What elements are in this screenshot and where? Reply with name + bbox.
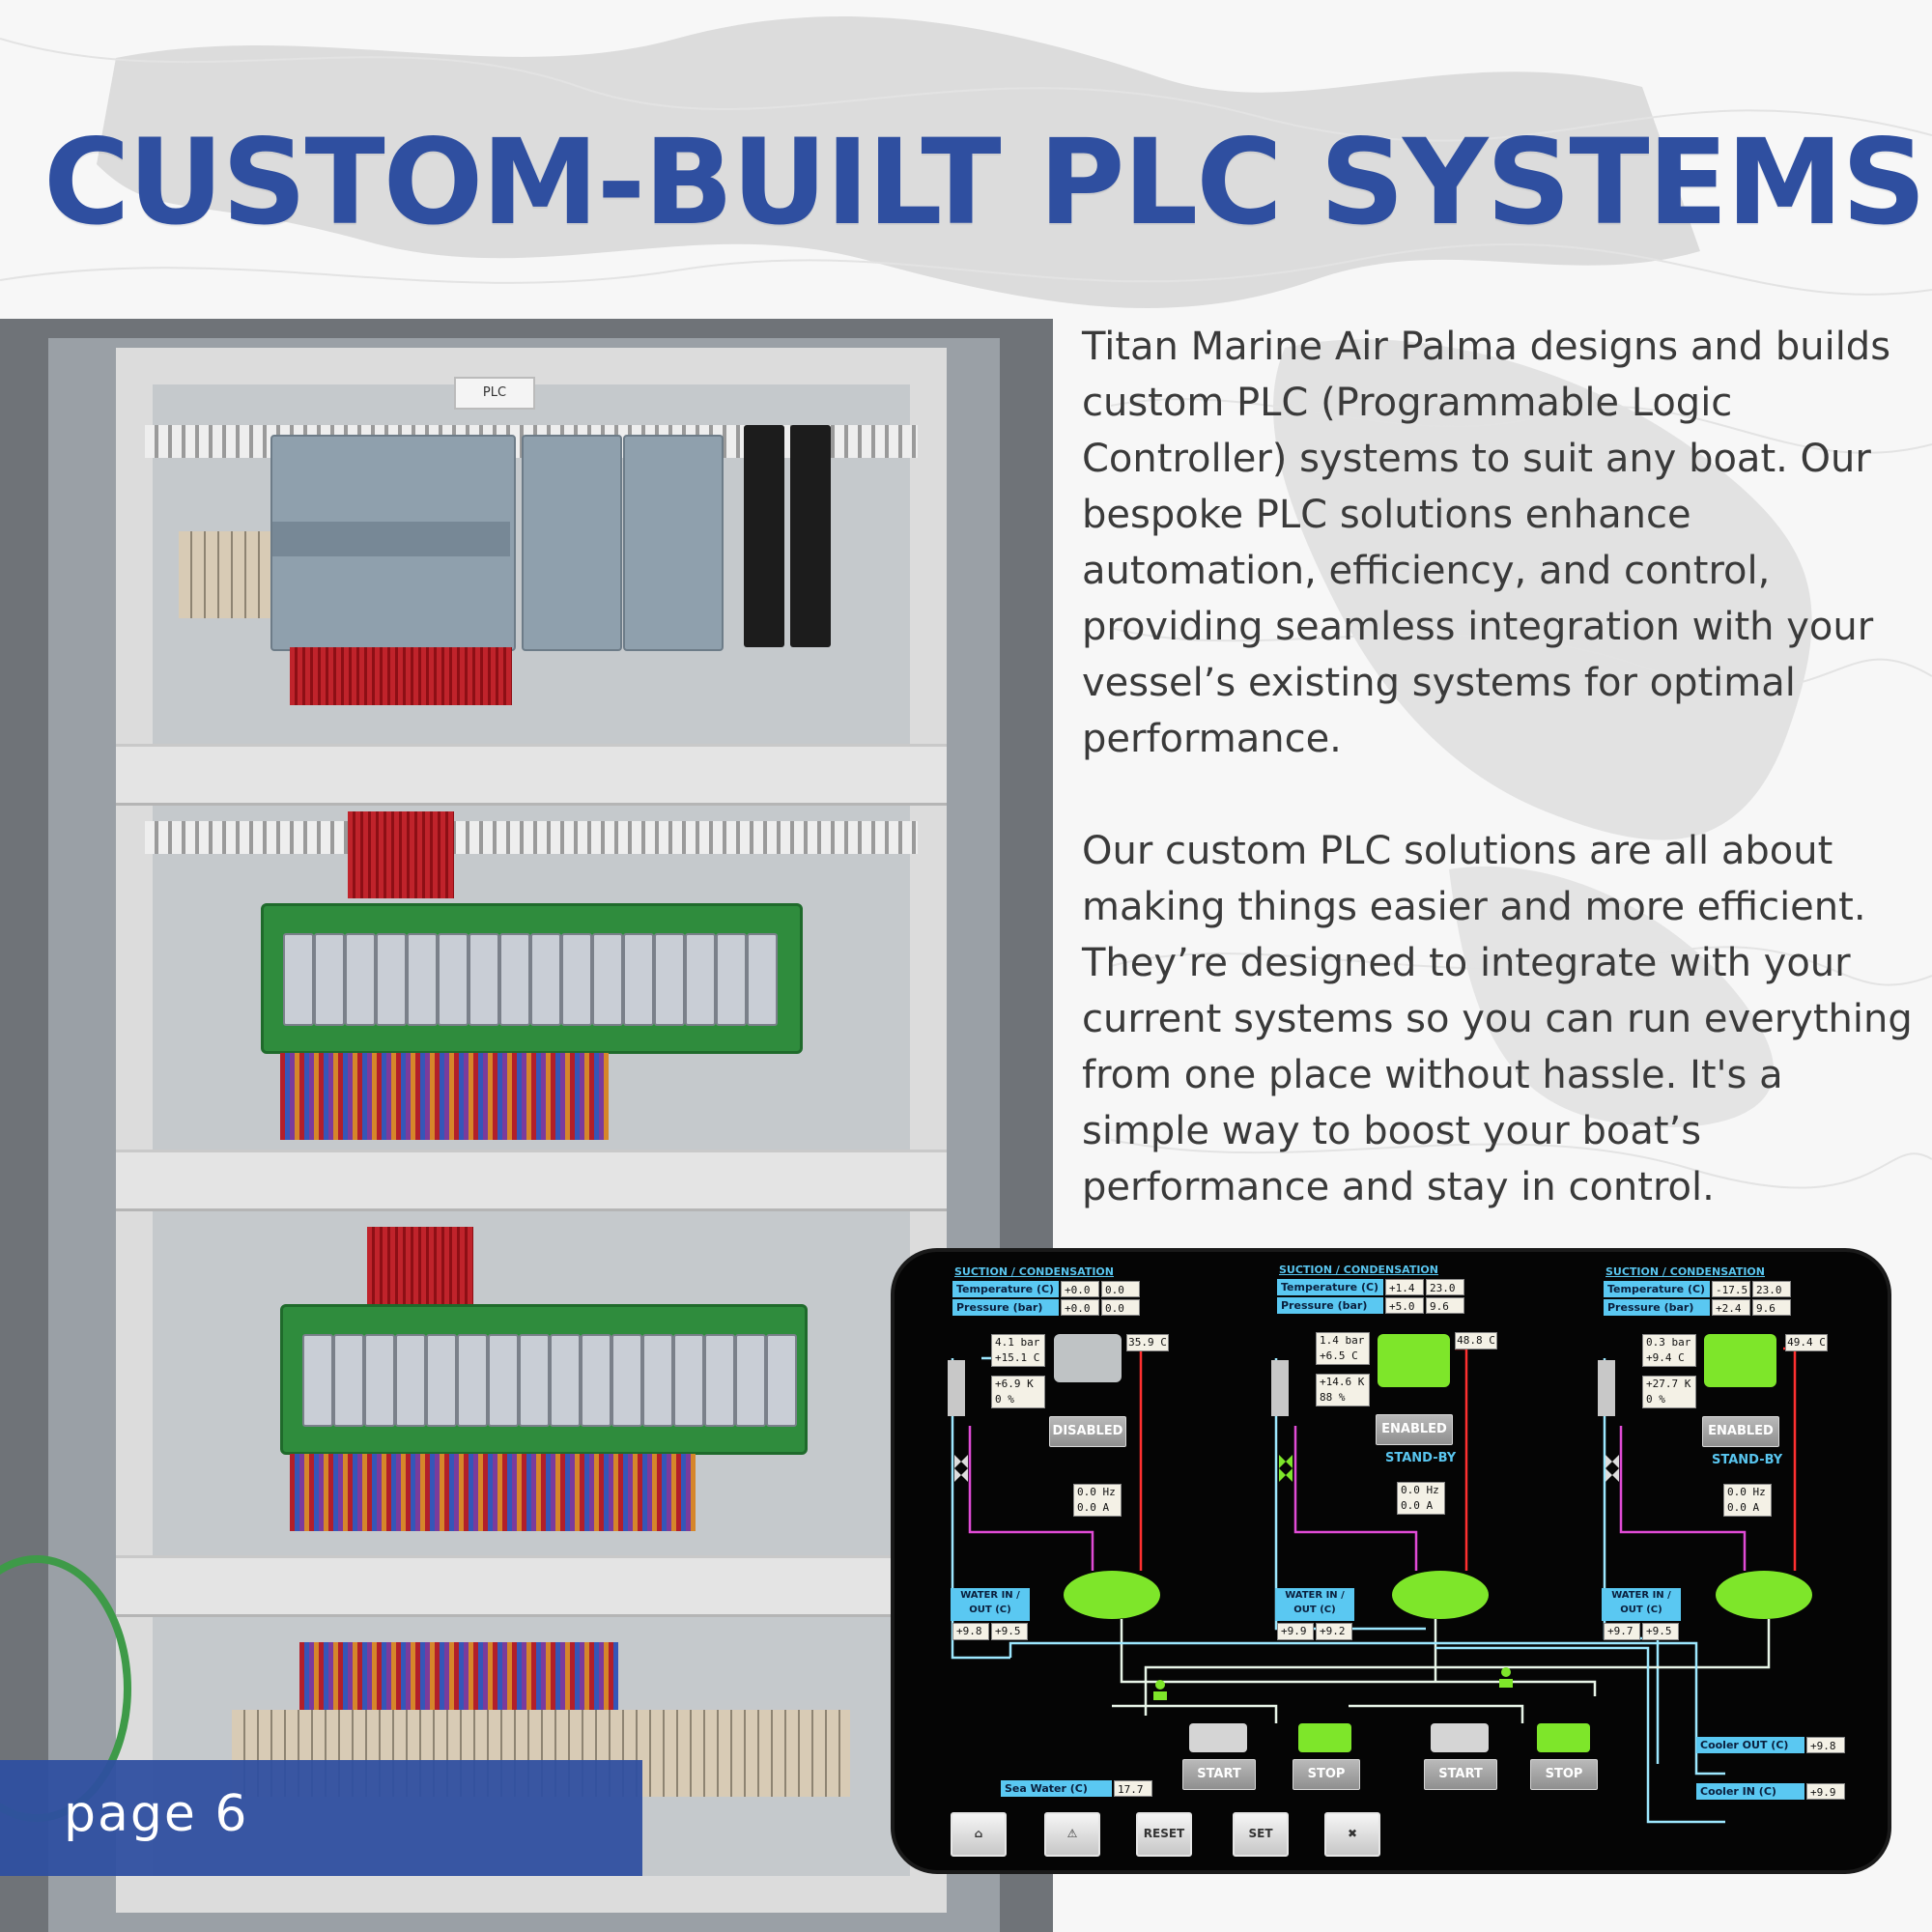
unit-2-water-label: WATER IN / OUT (C) (1275, 1588, 1354, 1621)
home-icon: ⌂ (974, 1827, 983, 1840)
tools-button[interactable]: ✖ (1324, 1812, 1380, 1857)
cabinet-shelf-2 (116, 1150, 947, 1211)
home-button[interactable]: ⌂ (951, 1812, 1007, 1857)
plc-tag-label: PLC (454, 377, 535, 410)
cooler-in-value: +9.9 (1806, 1783, 1845, 1800)
cooler-out-label: Cooler OUT (C) (1696, 1737, 1804, 1753)
relay-board-2-output-wiring (290, 1454, 696, 1531)
unit-1-pressure-a: +0.0 (1061, 1299, 1099, 1316)
plc-io-module-1 (522, 435, 622, 651)
pump-2-start-button[interactable]: START (1424, 1759, 1497, 1790)
unit-2-pressure-label: Pressure (bar) (1277, 1297, 1383, 1314)
unit-1-temp-b: 0.0 (1101, 1281, 1140, 1297)
cooler-out-value: +9.8 (1806, 1737, 1845, 1753)
pump-2-stop-button[interactable]: STOP (1530, 1759, 1598, 1790)
unit-1-temp-label: Temperature (C) (952, 1281, 1059, 1297)
unit-3-water-out: +9.5 (1642, 1623, 1679, 1640)
relay-board-2-wiring (367, 1227, 473, 1314)
power-terminals (179, 531, 270, 618)
unit-3-standby-label: STAND-BY (1712, 1453, 1783, 1467)
unit-2-water-out: +9.2 (1316, 1623, 1352, 1640)
page-number-band (0, 1760, 642, 1876)
signal-converter-2 (790, 425, 831, 647)
unit-2-suction-readout: 1.4 bar+6.5 C (1316, 1332, 1370, 1365)
unit-3-water-label: WATER IN / OUT (C) (1602, 1588, 1681, 1621)
pump-1-stop-button[interactable]: STOP (1293, 1759, 1360, 1790)
sea-water-label: Sea Water (C) (1001, 1780, 1112, 1797)
alarm-icon: ⚠ (1066, 1827, 1078, 1840)
intro-paragraph: Titan Marine Air Palma designs and build… (1082, 325, 1891, 761)
unit-1-pressure-b: 0.0 (1101, 1299, 1140, 1316)
terminal-wiring (299, 1642, 618, 1710)
unit-1-discharge-temp: 35.9 C (1126, 1334, 1169, 1351)
unit-3-status-button[interactable]: ENABLED (1702, 1416, 1779, 1447)
unit-2-temp-label: Temperature (C) (1277, 1279, 1383, 1295)
plc-cpu-terminal-strip (272, 522, 510, 556)
unit-3-water-in: +9.7 (1604, 1623, 1640, 1640)
signal-converter-1 (744, 425, 784, 647)
cable-duct-middle (145, 821, 918, 854)
unit-3-pressure-b: 9.6 (1752, 1299, 1791, 1316)
hmi-piping-diagram (948, 1334, 1812, 1824)
unit-1-temp-a: +0.0 (1061, 1281, 1099, 1297)
reset-button[interactable]: RESET (1136, 1812, 1192, 1857)
plc-io-module-2 (623, 435, 724, 651)
relay-board-1-output-wiring (280, 1053, 609, 1140)
unit-3-discharge-temp: 49.4 C (1785, 1334, 1828, 1351)
unit-3-pressure-a: +2.4 (1712, 1299, 1750, 1316)
cabinet-shelf-3 (116, 1555, 947, 1617)
unit-2-discharge-temp: 48.8 C (1455, 1332, 1497, 1350)
cabinet-shelf-1 (116, 744, 947, 806)
relay-module-2 (280, 1304, 808, 1455)
pump-1-start-button[interactable]: START (1182, 1759, 1256, 1790)
tools-icon: ✖ (1347, 1827, 1358, 1840)
unit-3-temp-label: Temperature (C) (1604, 1281, 1710, 1297)
unit-1-water-out: +9.5 (991, 1623, 1028, 1640)
relay-module-1 (261, 903, 803, 1054)
unit-1-pressure-label: Pressure (bar) (952, 1299, 1059, 1316)
unit-1-section-title: SUCTION / CONDENSATION (954, 1265, 1114, 1278)
unit-1-water-in: +9.8 (952, 1623, 989, 1640)
hmi-touchscreen: SUCTION / CONDENSATION Temperature (C) +… (891, 1248, 1891, 1874)
unit-3-section-title: SUCTION / CONDENSATION (1605, 1265, 1765, 1278)
unit-3-temp-a: -17.5 (1712, 1281, 1750, 1297)
set-button[interactable]: SET (1233, 1812, 1289, 1857)
cooler-in-label: Cooler IN (C) (1696, 1783, 1804, 1800)
unit-2-pressure-b: 9.6 (1426, 1297, 1464, 1314)
unit-3-temp-b: 23.0 (1752, 1281, 1791, 1297)
relay-board-1-wiring (348, 811, 454, 898)
page-title: CUSTOM-BUILT PLC SYSTEMS (43, 114, 1926, 251)
unit-3-suction-readout: 0.3 bar+9.4 C (1642, 1334, 1696, 1367)
alarm-button[interactable]: ⚠ (1044, 1812, 1100, 1857)
unit-2-pressure-a: +5.0 (1385, 1297, 1424, 1314)
unit-3-pressure-label: Pressure (bar) (1604, 1299, 1710, 1316)
unit-1-suction-readout: 4.1 bar+15.1 C (991, 1334, 1045, 1367)
unit-2-section-title: SUCTION / CONDENSATION (1279, 1264, 1438, 1276)
page-number: page 6 (64, 1785, 249, 1843)
unit-2-temp-a: +1.4 (1385, 1279, 1424, 1295)
sea-water-value: 17.7 (1114, 1780, 1152, 1797)
plc-wiring (290, 647, 512, 705)
benefits-paragraph: Our custom PLC solutions are all about m… (1082, 829, 1913, 1209)
unit-2-water-in: +9.9 (1277, 1623, 1314, 1640)
unit-2-status-button[interactable]: ENABLED (1376, 1414, 1453, 1445)
unit-2-standby-label: STAND-BY (1385, 1451, 1457, 1465)
unit-1-status-button[interactable]: DISABLED (1049, 1416, 1126, 1447)
unit-2-temp-b: 23.0 (1426, 1279, 1464, 1295)
unit-1-water-label: WATER IN / OUT (C) (951, 1588, 1030, 1621)
